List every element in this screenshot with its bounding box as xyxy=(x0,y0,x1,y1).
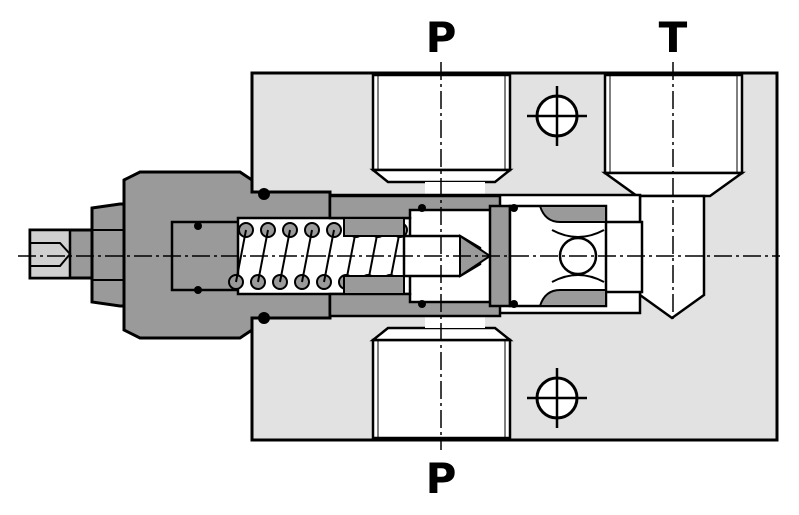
mounting-hole-bottom xyxy=(527,368,587,428)
port-label-p-top: P xyxy=(426,13,457,62)
mounting-hole-top xyxy=(527,86,587,146)
lock-nut xyxy=(90,202,128,308)
valve-bonnet xyxy=(122,170,332,340)
port-label-p-bottom: P xyxy=(426,454,457,503)
port-label-t-top: T xyxy=(659,13,688,62)
valve-seat xyxy=(488,204,608,308)
center-lines xyxy=(18,62,780,450)
o-ring-seals xyxy=(194,188,518,324)
